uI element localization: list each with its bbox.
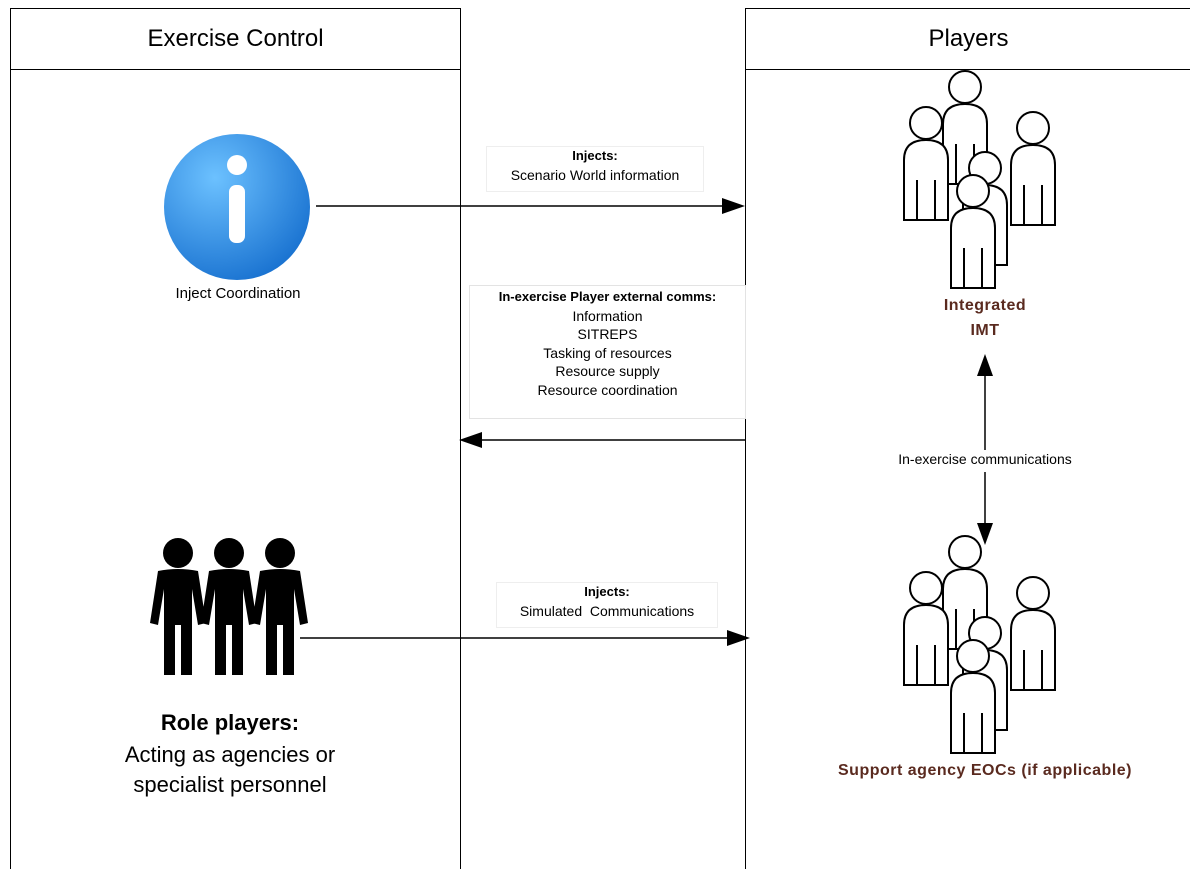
external-comms-item: SITREPS [577, 326, 638, 342]
role-players-title: Role players: [160, 710, 300, 735]
role-players-line2: specialist personnel [133, 772, 327, 797]
players-lane: Players [745, 8, 1190, 869]
external-comms-item: Resource supply [555, 363, 660, 379]
injects-world-head: Injects: [572, 148, 618, 163]
external-comms-item: Tasking of resources [543, 344, 672, 361]
injects-sim-box: Injects: Simulated Communications [496, 582, 718, 628]
exercise-control-header: Exercise Control [11, 9, 460, 70]
external-comms-head: In-exercise Player external comms: [498, 289, 717, 304]
in-exercise-comms-label: In-exercise communications [860, 451, 1110, 467]
inject-coordination-label: Inject Coordination [175, 285, 301, 302]
arrow-external-comms [459, 432, 745, 448]
external-comms-box: In-exercise Player external comms: Infor… [469, 285, 746, 419]
external-comms-item: Information [572, 307, 643, 324]
exercise-control-lane: Exercise Control [10, 8, 461, 869]
integrated-imt-line1: Integrated [943, 297, 1027, 314]
support-eocs-label: Support agency EOCs (if applicable) [838, 762, 1132, 779]
injects-sim-body: Simulated Communications [519, 602, 695, 619]
injects-sim-head: Injects: [584, 584, 630, 599]
external-comms-item: Resource coordination [537, 381, 678, 398]
injects-world-box: Injects: Scenario World information [486, 146, 704, 192]
integrated-imt-line2: IMT [970, 322, 1000, 339]
players-header: Players [746, 9, 1190, 70]
role-players-line1: Acting as agencies or [124, 742, 336, 767]
injects-world-body: Scenario World information [510, 166, 680, 183]
